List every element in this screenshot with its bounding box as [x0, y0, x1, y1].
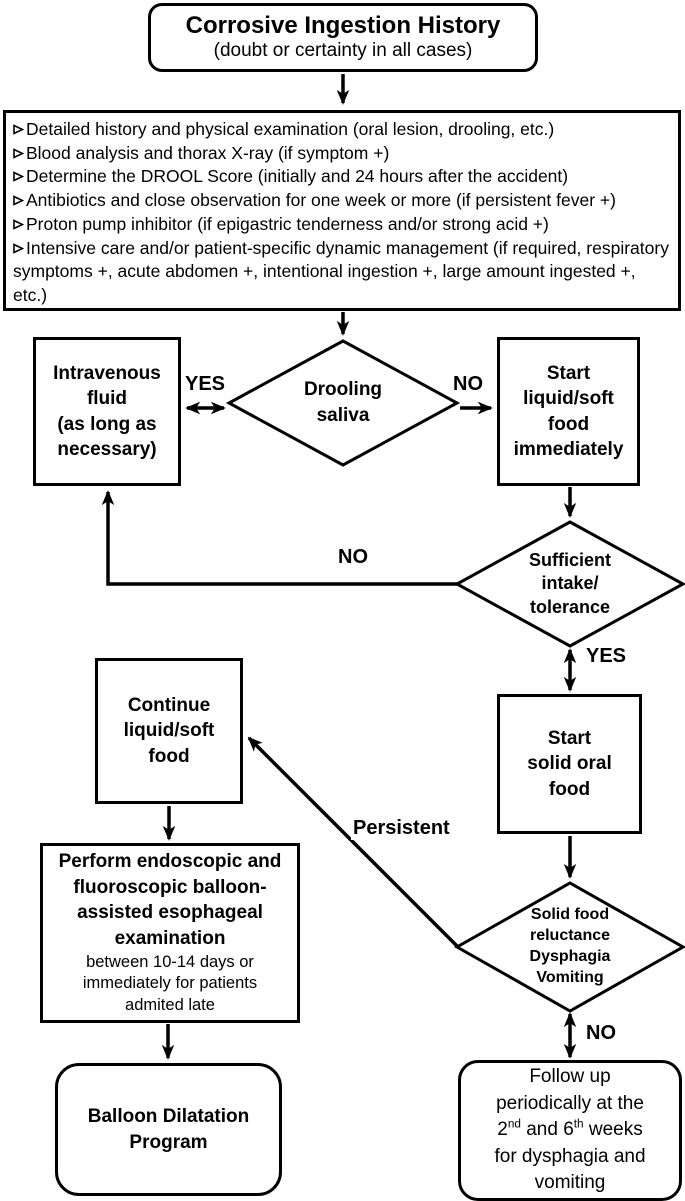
- node-start-solid-oral-food: Start solid oral food: [497, 694, 642, 834]
- follow-up-line: periodically at the: [496, 1092, 644, 1114]
- node-corrosive-ingestion-history: Corrosive Ingestion History (doubt or ce…: [148, 3, 538, 72]
- list-item-text: Blood analysis and thorax X-ray (if symp…: [26, 142, 390, 163]
- page-subtitle: (doubt or certainty in all cases): [213, 39, 473, 61]
- node-follow-up: Follow up periodically at the 2nd and 6t…: [458, 1060, 682, 1201]
- list-item: Detailed history and physical examinatio…: [13, 118, 671, 142]
- list-item: Proton pump inhibitor (if epigastric ten…: [13, 213, 671, 237]
- list-item: Intensive care and/or patient-specific d…: [13, 237, 671, 308]
- list-item-text: Determine the DROOL Score (initially and…: [26, 166, 569, 187]
- page-title: Corrosive Ingestion History: [185, 12, 501, 40]
- list-item: Determine the DROOL Score (initially and…: [13, 165, 671, 189]
- endoscopic-examination-note: between 10-14 days or immediately for pa…: [82, 952, 258, 1015]
- node-balloon-dilatation-program: Balloon Dilatation Program: [55, 1063, 282, 1196]
- edge-persistent-to-continue: [247, 736, 459, 948]
- edge-label-yes-drooling: YES: [183, 373, 228, 396]
- node-continue-liquid-soft-food: Continue liquid/soft food: [95, 658, 243, 804]
- edge-label-no-solid-food: NO: [584, 1022, 618, 1045]
- edge-label-no-drooling: NO: [451, 373, 485, 396]
- arrow-bullet-icon: [13, 189, 25, 206]
- endoscopic-examination-title: Perform endoscopic and fluoroscopic ball…: [58, 851, 282, 949]
- follow-up-line: Follow up: [529, 1066, 611, 1088]
- list-item-text: Detailed history and physical examinatio…: [26, 119, 555, 139]
- decision-drooling-saliva-label: Drooling saliva: [303, 379, 383, 426]
- decision-sufficient-intake-shape: [453, 520, 685, 648]
- edge-label-yes-sufficient: YES: [584, 645, 629, 668]
- list-item-text: Proton pump inhibitor (if epigastric ten…: [26, 213, 549, 234]
- follow-up-line: vomiting: [534, 1172, 606, 1194]
- node-initial-management-list: Detailed history and physical examinatio…: [3, 110, 681, 311]
- follow-up-text: 2: [497, 1119, 508, 1141]
- node-endoscopic-examination: Perform endoscopic and fluoroscopic ball…: [40, 843, 300, 1023]
- arrow-bullet-icon: [13, 142, 25, 159]
- arrow-bullet-icon: [13, 213, 25, 230]
- arrow-bullet-icon: [13, 118, 25, 135]
- list-item-text: Antibiotics and close observation for on…: [26, 190, 616, 211]
- follow-up-text: and 6: [520, 1119, 574, 1141]
- list-item: Blood analysis and thorax X-ray (if symp…: [13, 142, 671, 166]
- arrow-bullet-icon: [13, 237, 25, 254]
- arrow-bullet-icon: [13, 165, 25, 183]
- follow-up-line: for dysphagia and: [494, 1145, 646, 1167]
- decision-solid-food-reluctance-label: Solid food reluctance Dysphagia Vomiting: [529, 906, 611, 987]
- decision-sufficient-intake-label: Sufficient intake/ tolerance: [528, 550, 611, 617]
- follow-up-text: weeks: [583, 1119, 643, 1141]
- edge-label-persistent: Persistent: [351, 817, 452, 840]
- node-intravenous-fluid: Intravenous fluid (as long as necessary): [33, 337, 181, 486]
- ordinal-superscript: nd: [507, 1117, 521, 1131]
- decision-drooling-saliva-shape: [225, 339, 461, 467]
- list-item-text: Intensive care and/or patient-specific d…: [13, 237, 669, 305]
- follow-up-line: 2nd and 6th weeks: [497, 1117, 642, 1144]
- ordinal-superscript: th: [573, 1117, 584, 1131]
- decision-solid-food-reluctance-shape: [453, 881, 685, 1013]
- edge-no-sufficient-to-iv: [101, 490, 457, 586]
- edge-label-no-sufficient: NO: [336, 546, 370, 569]
- list-item: Antibiotics and close observation for on…: [13, 189, 671, 213]
- node-start-liquid-soft-food: Start liquid/soft food immediately: [497, 337, 640, 486]
